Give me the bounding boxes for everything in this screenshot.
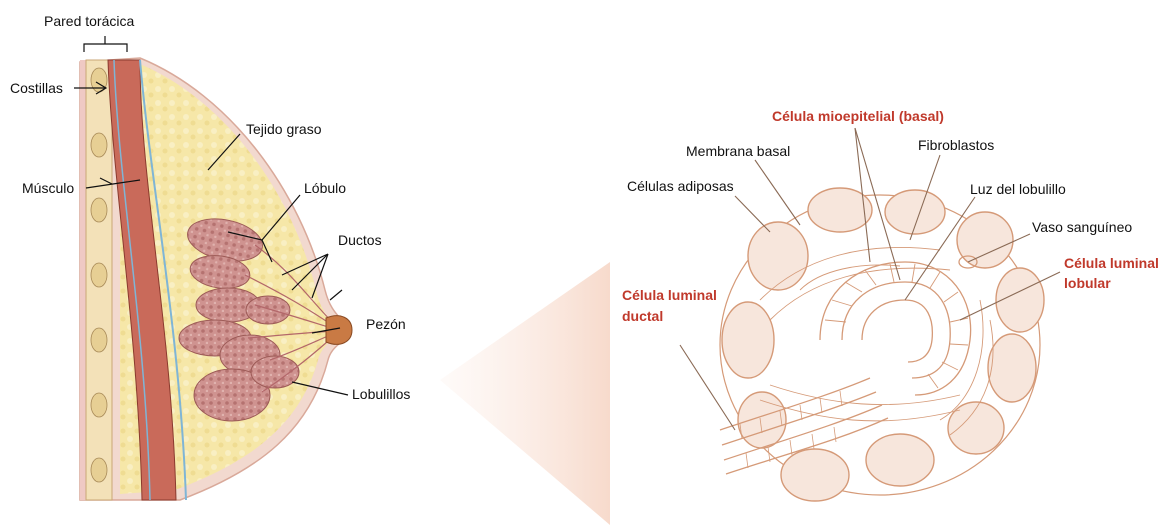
label-muscle: Músculo <box>22 180 74 196</box>
label-myoepithelial: Célula mioepitelial (basal) <box>772 108 944 124</box>
label-luminal-ductal-line1: Célula luminal <box>622 287 717 303</box>
label-luminal-lobular-line1: Célula luminal <box>1064 255 1159 271</box>
label-lobule-lumen: Luz del lobulillo <box>970 181 1066 197</box>
zoom-triangle <box>440 262 610 525</box>
label-adipocytes: Células adiposas <box>627 178 734 194</box>
label-lobules: Lobulillos <box>352 386 410 402</box>
label-luminal-lobular-line2: lobular <box>1064 275 1111 291</box>
label-chest-wall: Pared torácica <box>44 13 134 29</box>
label-blood-vessel: Vaso sanguíneo <box>1032 219 1132 235</box>
label-ducts: Ductos <box>338 232 382 248</box>
chest-wall-bracket <box>84 36 127 52</box>
label-ribs: Costillas <box>10 80 63 96</box>
label-nipple: Pezón <box>366 316 406 332</box>
label-lobe: Lóbulo <box>304 180 346 196</box>
breast-cross-section <box>80 36 352 500</box>
label-fat-tissue: Tejido graso <box>246 121 322 137</box>
acinus <box>820 262 971 395</box>
label-luminal-ductal-line2: ductal <box>622 308 663 324</box>
label-fibroblasts: Fibroblastos <box>918 137 994 153</box>
label-basement-membrane: Membrana basal <box>686 143 790 159</box>
lobule-histology <box>720 188 1044 501</box>
